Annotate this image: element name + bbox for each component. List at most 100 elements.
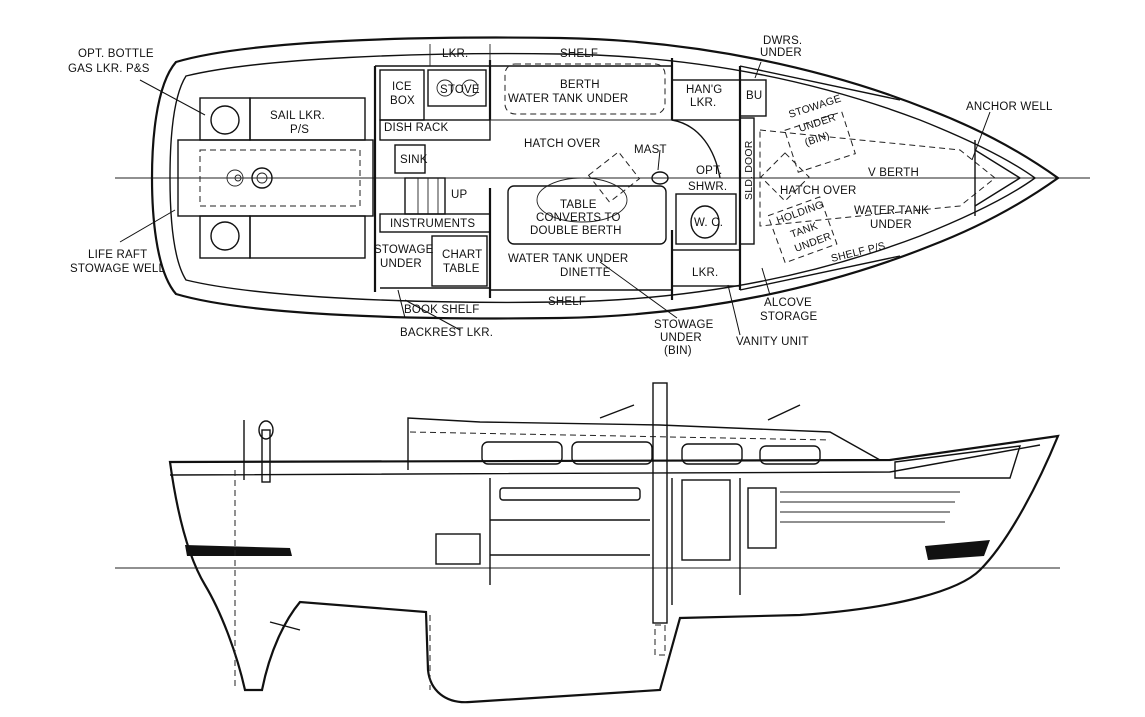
sheer-line bbox=[169, 444, 1041, 476]
sink bbox=[394, 144, 426, 174]
label-sail-lkr-2: P/S bbox=[290, 124, 309, 136]
plan-inner-deck-line bbox=[169, 52, 1037, 304]
boot-stripe-aft bbox=[185, 545, 292, 556]
label-stowage-under-1: STOWAGE bbox=[374, 244, 434, 256]
bow-pulpit bbox=[894, 445, 1021, 479]
label-chart-table-2: TABLE bbox=[443, 263, 480, 275]
stowage-bin-fwd bbox=[784, 111, 856, 173]
backstay-post bbox=[261, 429, 271, 483]
dinette-table bbox=[507, 185, 667, 245]
drawers-bu bbox=[739, 79, 767, 117]
port-2 bbox=[571, 441, 653, 465]
mast-partition bbox=[671, 119, 721, 179]
plan-view: OPT. BOTTLE GAS LKR. P&S LKR. SHELF DWRS… bbox=[68, 35, 1090, 357]
label-water-tank-dinette-1: WATER TANK UNDER bbox=[508, 253, 628, 265]
label-life-raft-2: STOWAGE WELL bbox=[70, 263, 165, 275]
label-book-shelf: BOOK SHELF bbox=[404, 304, 480, 316]
plan-hull-outline bbox=[150, 36, 1060, 320]
gas-bottle-port bbox=[210, 105, 240, 135]
leader-vanity bbox=[727, 284, 741, 336]
leader-mast bbox=[657, 149, 661, 171]
label-water-tank-dinette-2: DINETTE bbox=[560, 267, 611, 279]
cabin-house bbox=[407, 417, 881, 470]
label-hatch-over-main: HATCH OVER bbox=[524, 138, 601, 150]
label-wc: W. C. bbox=[694, 217, 723, 229]
berth-port bbox=[504, 63, 666, 115]
drain-inner bbox=[234, 174, 242, 182]
sail-locker-port bbox=[249, 97, 366, 141]
port-3 bbox=[681, 443, 743, 465]
label-water-tank-fwd-2: UNDER bbox=[870, 219, 912, 231]
label-alcove-2: STORAGE bbox=[760, 311, 818, 323]
leader-book-shelf bbox=[397, 289, 406, 319]
label-dwrs-2: UNDER bbox=[760, 47, 802, 59]
holding-tank bbox=[767, 196, 838, 264]
label-sink: SINK bbox=[400, 154, 428, 166]
burner-1 bbox=[436, 79, 454, 97]
label-stowage-bin-3: (BIN) bbox=[664, 345, 692, 357]
anchor-well bbox=[974, 149, 1022, 207]
mast-step bbox=[651, 171, 669, 185]
hanging-locker-profile bbox=[681, 479, 731, 561]
leader-gas-locker bbox=[139, 79, 206, 116]
stove bbox=[427, 69, 487, 107]
label-v-berth: V BERTH bbox=[868, 167, 919, 179]
fwd-shelf-top bbox=[739, 65, 901, 101]
label-instruments: INSTRUMENTS bbox=[390, 218, 475, 230]
label-chart-table-1: CHART bbox=[442, 249, 482, 261]
main-hatch-profile bbox=[599, 404, 635, 419]
profile-hull bbox=[168, 434, 1060, 704]
label-up: UP bbox=[451, 189, 468, 201]
label-bu: BU bbox=[746, 90, 762, 102]
label-alcove-1: ALCOVE bbox=[764, 297, 812, 309]
leader-life-raft bbox=[119, 209, 176, 243]
label-stove: STOVE bbox=[440, 84, 480, 96]
label-hang-lkr-2: LKR. bbox=[690, 97, 716, 109]
mast-profile bbox=[652, 382, 668, 624]
label-table-3: DOUBLE BERTH bbox=[530, 225, 622, 237]
binnacle-inner bbox=[256, 172, 268, 184]
leader-backrest bbox=[404, 299, 461, 331]
profile-view bbox=[115, 382, 1060, 704]
label-ice-box-1: ICE bbox=[392, 81, 412, 93]
label-lkr-fwd: LKR. bbox=[692, 267, 718, 279]
label-water-tank-under: WATER TANK UNDER bbox=[508, 93, 628, 105]
cabin-top-dashed bbox=[409, 431, 831, 441]
lkr-fwd-box bbox=[671, 249, 741, 287]
toilet bbox=[690, 205, 720, 239]
label-stowage-bin-1: STOWAGE bbox=[654, 319, 714, 331]
instrument-panel bbox=[379, 213, 491, 233]
label-backrest: BACKREST LKR. bbox=[400, 327, 493, 339]
drawers-profile bbox=[747, 487, 777, 549]
burner-2 bbox=[461, 79, 479, 97]
label-dish-rack: DISH RACK bbox=[384, 122, 449, 134]
label-anchor-well: ANCHOR WELL bbox=[966, 101, 1053, 113]
label-holding-1: HOLDING bbox=[775, 199, 825, 227]
forward-hatch bbox=[760, 152, 810, 202]
mast-step-profile bbox=[654, 624, 666, 656]
table-top bbox=[536, 177, 628, 223]
port-4 bbox=[759, 445, 821, 465]
label-life-raft-1: LIFE RAFT bbox=[88, 249, 147, 261]
label-stowage-under-2: UNDER bbox=[380, 258, 422, 270]
steering-binnacle bbox=[251, 167, 273, 189]
prop-shaft bbox=[269, 621, 301, 631]
leader-drawers bbox=[754, 61, 762, 79]
label-sld-door: SLD. DOOR bbox=[743, 140, 755, 200]
label-sail-lkr-1: SAIL LKR. bbox=[270, 110, 325, 122]
galley-profile bbox=[435, 533, 481, 565]
head-compartment bbox=[675, 193, 737, 245]
shelf-profile bbox=[499, 487, 641, 501]
sliding-door bbox=[739, 117, 755, 245]
cockpit-sole bbox=[199, 149, 361, 207]
label-mast: MAST bbox=[634, 144, 667, 156]
port-1 bbox=[481, 441, 563, 465]
label-lkr-top: LKR. bbox=[442, 48, 468, 60]
label-water-tank-fwd-1: WATER TANK bbox=[854, 205, 929, 217]
leader-alcove bbox=[761, 267, 771, 296]
boot-stripe-fwd bbox=[925, 540, 990, 560]
label-opt-1: OPT. bbox=[696, 165, 722, 177]
label-shelf-bottom: SHELF bbox=[548, 296, 586, 308]
label-table-2: CONVERTS TO bbox=[536, 212, 621, 224]
